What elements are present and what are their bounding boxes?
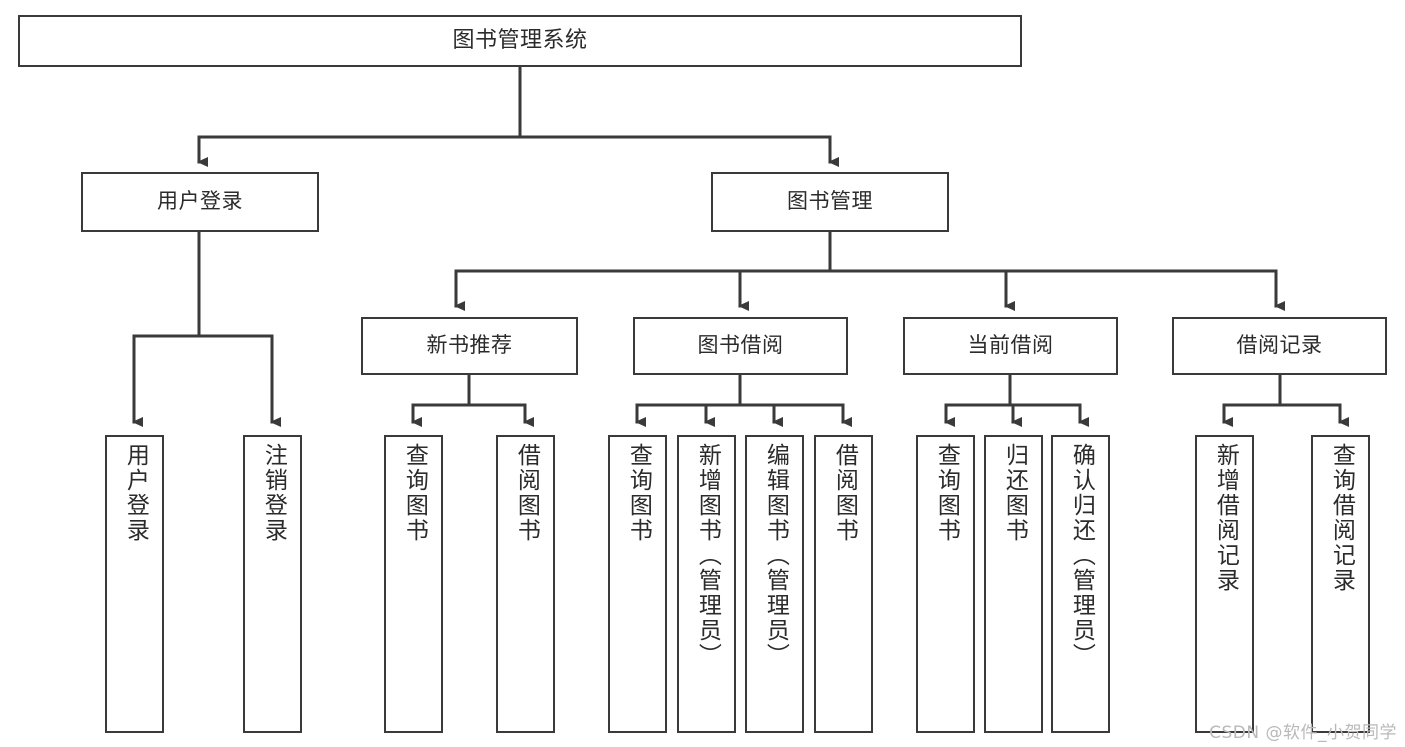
node-label: 查询图书: [401, 443, 428, 543]
node-label: 图书借阅: [697, 333, 784, 358]
node-book-management[interactable]: 图书管理: [711, 172, 949, 232]
leaf-user-login-login[interactable]: 用户登录: [105, 435, 164, 733]
node-root-system[interactable]: 图书管理系统: [18, 15, 1022, 67]
node-label: 图书管理: [787, 189, 873, 214]
node-user-login[interactable]: 用户登录: [81, 172, 319, 232]
leaf-current-return-book[interactable]: 归还图书: [984, 435, 1043, 733]
node-label: 确认归还（管理员）: [1068, 443, 1095, 668]
leaf-borrow-add-book-admin[interactable]: 新增图书（管理员）: [677, 435, 736, 733]
leaf-user-login-logout[interactable]: 注销登录: [243, 435, 302, 733]
leaf-borrow-edit-book-admin[interactable]: 编辑图书（管理员）: [745, 435, 804, 733]
node-label: 查询图书: [625, 443, 652, 543]
node-label: 借阅记录: [1236, 333, 1323, 358]
leaf-current-query-book[interactable]: 查询图书: [916, 435, 975, 733]
node-label: 新书推荐: [426, 333, 513, 358]
node-label: 图书管理系统: [452, 27, 588, 53]
node-label: 用户登录: [122, 443, 149, 543]
leaf-borrow-borrow-book[interactable]: 借阅图书: [814, 435, 873, 733]
leaf-record-add-record[interactable]: 新增借阅记录: [1195, 435, 1254, 733]
node-borrow-record[interactable]: 借阅记录: [1172, 317, 1387, 375]
node-label: 借阅图书: [831, 443, 858, 543]
node-label: 借阅图书: [513, 443, 540, 543]
node-label: 归还图书: [1001, 443, 1028, 543]
node-current-borrow[interactable]: 当前借阅: [903, 317, 1118, 375]
node-label: 编辑图书（管理员）: [762, 443, 789, 668]
node-book-borrow[interactable]: 图书借阅: [633, 317, 848, 375]
node-label: 查询借阅记录: [1328, 443, 1355, 593]
node-label: 注销登录: [260, 443, 287, 543]
node-label: 新增图书（管理员）: [694, 443, 721, 668]
node-label: 新增借阅记录: [1212, 443, 1239, 593]
leaf-record-query-record[interactable]: 查询借阅记录: [1311, 435, 1370, 733]
leaf-current-confirm-return-admin[interactable]: 确认归还（管理员）: [1051, 435, 1110, 733]
node-label: 查询图书: [933, 443, 960, 543]
node-label: 用户登录: [157, 189, 243, 214]
leaf-recommend-query-book[interactable]: 查询图书: [384, 435, 443, 733]
node-new-book-recommend[interactable]: 新书推荐: [361, 317, 578, 375]
leaf-borrow-query-book[interactable]: 查询图书: [608, 435, 667, 733]
node-label: 当前借阅: [967, 333, 1054, 358]
watermark: CSDN @软件_小贺同学: [1209, 723, 1397, 743]
leaf-recommend-borrow-book[interactable]: 借阅图书: [496, 435, 555, 733]
